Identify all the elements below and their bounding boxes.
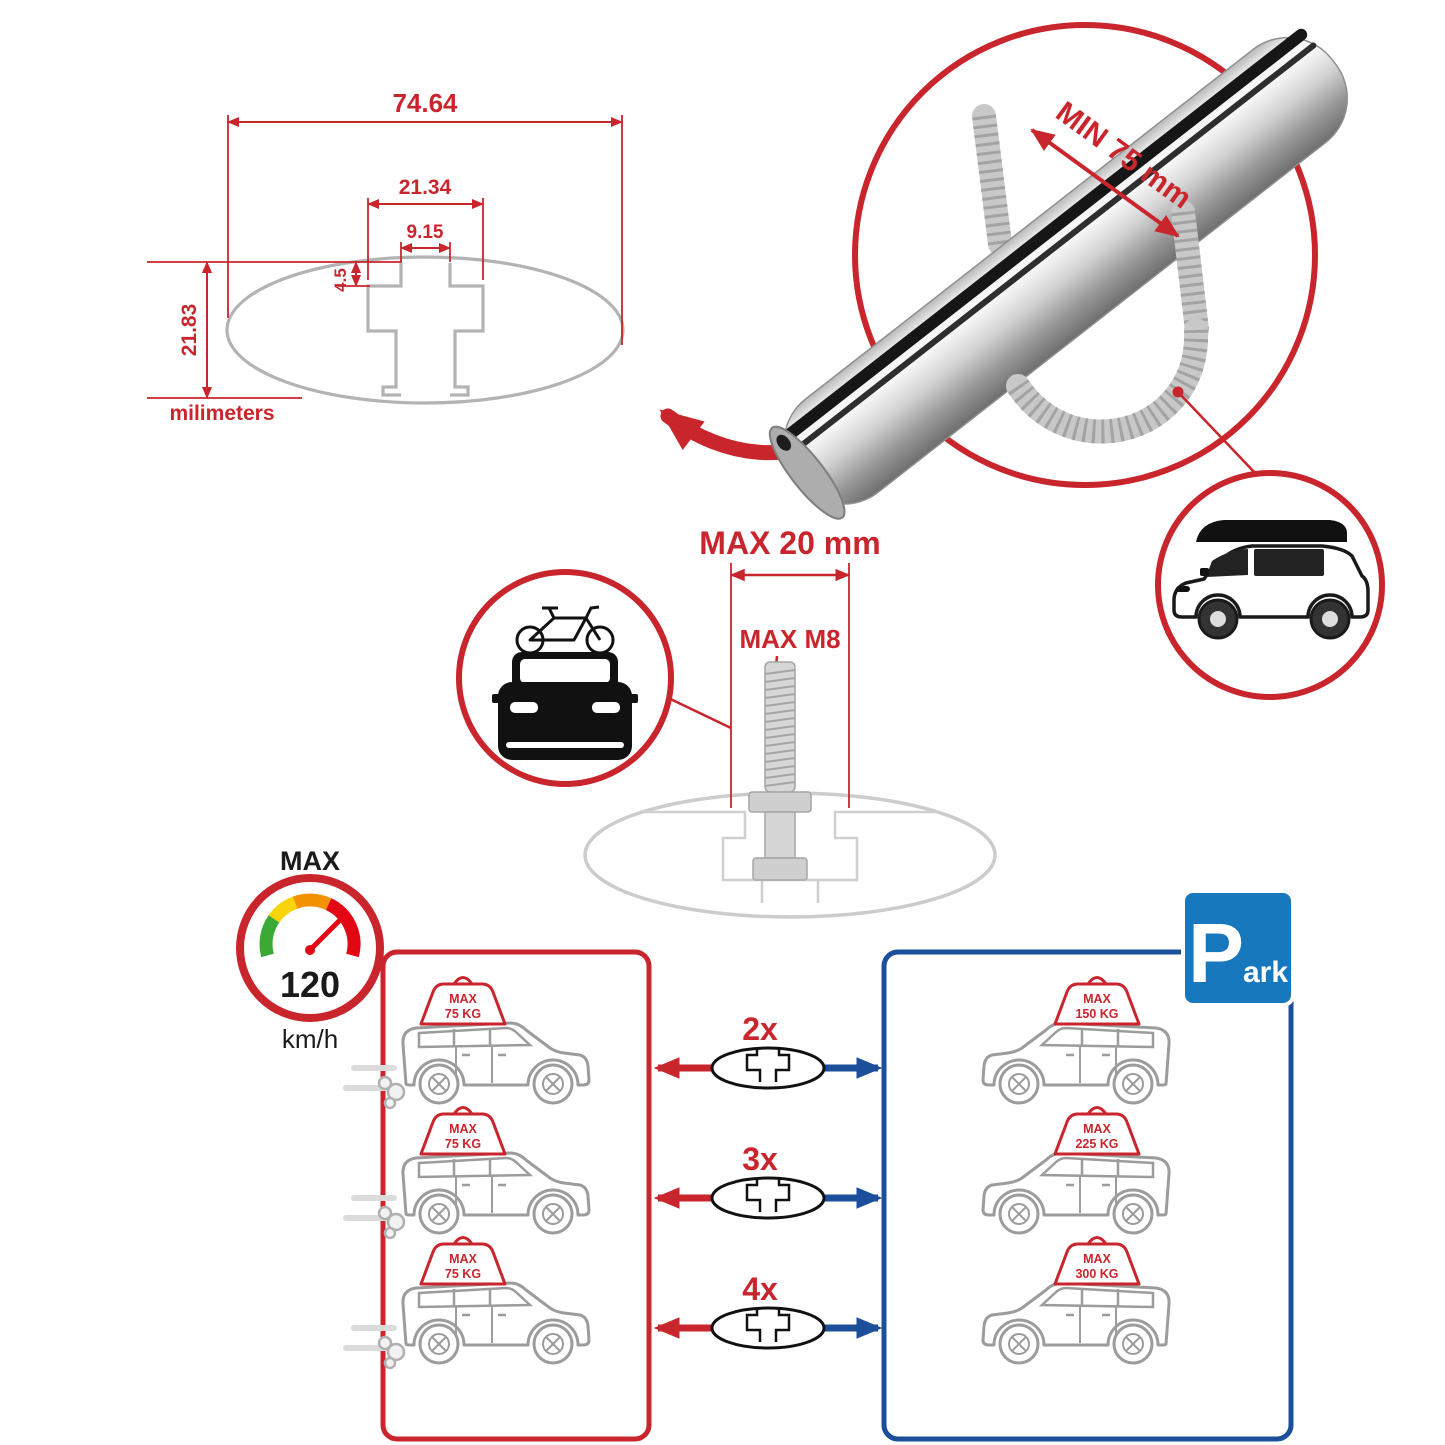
cargo-max-label: MAX [449,992,477,1006]
threaded-bolt [748,661,812,881]
wheel-hub [1210,611,1226,627]
clamp-post-left [972,104,1012,256]
parked-panel: MAX 150 KG MAX 225 KG MAX 300 KG [881,949,1294,1442]
dim-total-height: 21.83 [178,304,201,357]
dim-slot-inner: 9.15 [407,222,444,243]
exhaust-smoke [346,1328,404,1368]
clamp-post-right [1171,200,1209,342]
cargo-weight-label: 75 KG [445,1007,481,1021]
suv-car [401,1271,591,1365]
cargo-weight-label: 150 KG [1075,1007,1118,1021]
multiplier-label: 2x [742,1011,778,1047]
cargo-max-label: MAX [1083,992,1111,1006]
parking-letter: P [1188,906,1244,1000]
cargo-weight-label: 75 KG [445,1137,481,1151]
clamp-loop [1006,318,1209,444]
bolt-max-thread-label: MAX M8 [739,624,840,654]
suv-window-rear [1254,549,1324,576]
crossbar-count-icon [710,1046,826,1090]
dim-slot-depth: 4.5 [331,268,350,292]
cargo-weight-label: 75 KG [445,1267,481,1281]
crossbar-count-icon [710,1306,826,1350]
suv-car [401,1141,591,1235]
suv-headlight [1176,586,1190,592]
exhaust-smoke [346,1068,404,1108]
cargo-max-label: MAX [449,1252,477,1266]
exhaust-smoke [346,1198,404,1238]
suv-car [981,1011,1171,1105]
car-front-icon [492,652,638,760]
speed-limit-gauge: MAX 120 km/h [236,846,384,1054]
t-slot-profile-right [448,263,485,397]
parking-rest: ark [1243,956,1288,989]
suv-car [401,1011,591,1105]
cargo-max-label: MAX [1083,1122,1111,1136]
bolt-max-length-label: MAX 20 mm [699,525,880,561]
gauge-needle-hub [305,945,315,955]
units-label: milimeters [169,402,274,425]
suv-car [981,1271,1171,1365]
gauge-segment-green [259,915,280,958]
driving-panel: MAX 75 KG MAX 75 KG MAX 75 KG [346,949,652,1442]
cargo-weight-label: 300 KG [1075,1267,1118,1281]
speed-unit: km/h [282,1024,338,1054]
crossbar-count-icon [710,1176,826,1220]
roofbox-car-badge [1155,470,1385,700]
bike-car-badge [456,569,732,787]
bolt-detail: MAX 20 mm MAX M8 [583,525,997,919]
parking-sign: P ark [1181,889,1295,1007]
cargo-max-label: MAX [1083,1252,1111,1266]
parking-sign-plate [1181,889,1295,1007]
gauge-segment-orange [292,893,332,911]
parked-panel-border [881,949,1294,1442]
crossbar-count-rows: 2x 3x 4x [653,1011,883,1350]
cargo-weight-label: 225 KG [1075,1137,1118,1151]
gauge-needle [307,915,345,953]
multiplier-label: 4x [742,1271,778,1307]
multiplier-label: 3x [742,1141,778,1177]
crossbar-render: MIN 75 mm [768,22,1349,520]
bar-profile-ellipse [225,255,625,405]
suv-window-front [1206,549,1248,577]
leader-line [661,693,732,730]
bar-end-slot [776,434,792,451]
speed-value: 120 [280,964,340,1005]
leader-line [1177,391,1257,475]
dim-line-clamp-min [1030,128,1180,238]
dim-total-width: 74.64 [392,88,458,118]
cross-section-drawing: 74.64 21.34 9.15 4.5 21.83 milimeters [147,88,848,461]
cargo-max-label: MAX [449,1122,477,1136]
t-slot-profile-left [366,263,403,397]
wheel-hub [1322,611,1338,627]
suv-mirror [1200,568,1209,576]
gauge-segment-red [325,898,361,958]
roof-box [1196,520,1347,542]
speed-max-label: MAX [280,846,340,876]
suv-car [981,1141,1171,1235]
gauge-segment-yellow [268,896,298,923]
dim-slot-outer: 21.34 [399,176,452,199]
